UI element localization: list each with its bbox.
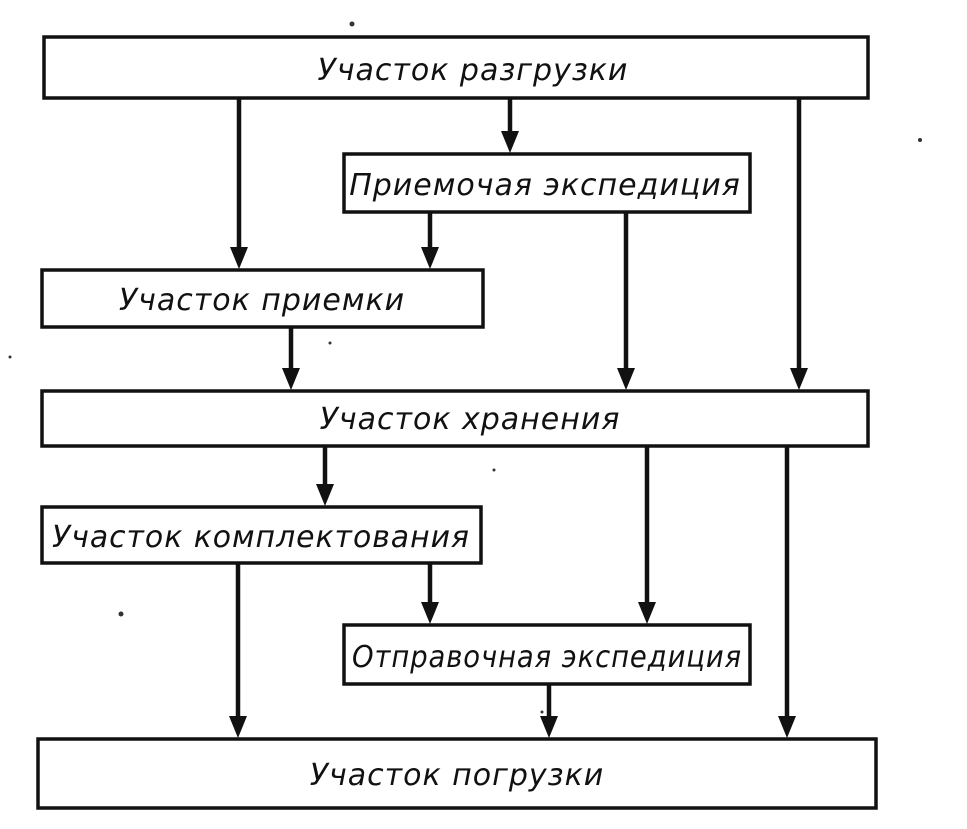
arrowhead <box>421 602 439 624</box>
connectors <box>229 98 808 738</box>
node-dispatch-expedition: Отправочная экспедиция <box>342 623 752 686</box>
arrowhead <box>501 131 519 153</box>
node-label: Участок погрузки <box>310 758 604 793</box>
arrowhead <box>790 368 808 390</box>
arrowhead <box>316 484 334 506</box>
node-label: Отправочная экспедиция <box>352 640 742 675</box>
arrowhead <box>229 716 247 738</box>
node-receiving-expedition: Приемочая экспедиция <box>342 152 752 214</box>
node-box <box>40 505 483 565</box>
arrowhead <box>421 247 439 269</box>
scan-speck <box>349 21 355 27</box>
node-label: Участок приемки <box>119 283 405 318</box>
node-box <box>342 152 752 214</box>
scan-speck <box>118 611 124 617</box>
node-box <box>42 35 870 100</box>
arrowhead <box>282 368 300 390</box>
node-label: Участок комплектования <box>52 520 470 555</box>
scan-speck <box>328 341 332 345</box>
scan-speck <box>540 710 544 714</box>
scan-speck <box>918 138 922 142</box>
scan-speck <box>8 355 12 359</box>
arrowhead <box>617 368 635 390</box>
node-box <box>36 737 878 810</box>
node-storage: Участок хранения <box>40 389 870 448</box>
node-acceptance: Участок приемки <box>40 268 485 329</box>
node-box <box>40 389 870 448</box>
node-box <box>342 623 752 686</box>
arrowhead <box>540 716 558 738</box>
node-box <box>40 268 485 329</box>
node-picking: Участок комплектования <box>40 505 483 565</box>
node-label: Участок разгрузки <box>318 53 629 88</box>
arrowhead <box>230 247 248 269</box>
node-label: Приемочая экспедиция <box>349 168 741 203</box>
node-unloading: Участок разгрузки <box>42 35 870 100</box>
scan-speck <box>492 468 496 472</box>
arrowhead <box>778 716 796 738</box>
node-loading: Участок погрузки <box>36 737 878 810</box>
arrowhead <box>638 602 656 624</box>
node-label: Участок хранения <box>320 402 621 437</box>
